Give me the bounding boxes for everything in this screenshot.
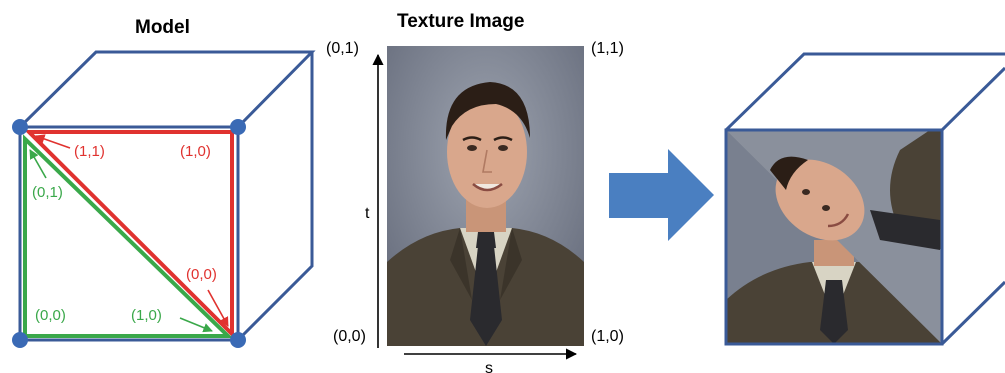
- texture-title: Texture Image: [397, 11, 525, 32]
- result-cube-top-face: [724, 52, 1005, 132]
- model-title: Model: [135, 17, 190, 38]
- result-front-texture: [726, 130, 942, 344]
- result-cube: [724, 52, 1005, 346]
- texture-label-0-0: (0,0): [333, 328, 366, 345]
- texture-panel: (0,1) (1,1) (0,0) (1,0) t s: [326, 40, 624, 373]
- texture-label-1-1: (1,1): [591, 40, 624, 57]
- label-green-0-0: (0,0): [35, 307, 66, 324]
- red-triangle: [24, 130, 234, 339]
- texture-photo: [387, 46, 584, 346]
- result-cube-side-bottom-edge: [940, 280, 1005, 346]
- vertex-bottom-left: [12, 332, 28, 348]
- vertex-top-right: [230, 119, 246, 135]
- texture-label-1-0: (1,0): [591, 328, 624, 345]
- texture-label-0-1: (0,1): [326, 40, 359, 57]
- label-red-1-0: (1,0): [180, 143, 211, 160]
- t-axis-label: t: [365, 205, 370, 222]
- green-triangle: [23, 134, 233, 338]
- model-cube-top-face: [18, 50, 316, 129]
- red-arrow-bottom-right: [207, 289, 229, 327]
- s-axis-label: s: [485, 360, 493, 373]
- label-green-0-1: (0,1): [32, 184, 63, 201]
- model-cube-side-face: [236, 52, 314, 342]
- label-green-1-0: (1,0): [131, 307, 162, 324]
- model-cube-front-face: [18, 125, 240, 342]
- label-red-1-1: (1,1): [74, 143, 105, 160]
- vertex-bottom-right: [230, 332, 246, 348]
- model-cube: (1,1) (1,0) (0,0) (0,1) (0,0) (1,0): [12, 50, 316, 348]
- result-cube-top-front-edge: [940, 66, 1005, 132]
- vertex-top-left: [12, 119, 28, 135]
- green-arrow-bottom-right: [179, 317, 213, 333]
- right-arrow-icon: [609, 149, 714, 241]
- label-red-0-0: (0,0): [186, 266, 217, 283]
- result-cube-front-face: [724, 128, 944, 346]
- green-arrow-top-left: [29, 149, 47, 179]
- red-arrow-top-left: [35, 134, 71, 149]
